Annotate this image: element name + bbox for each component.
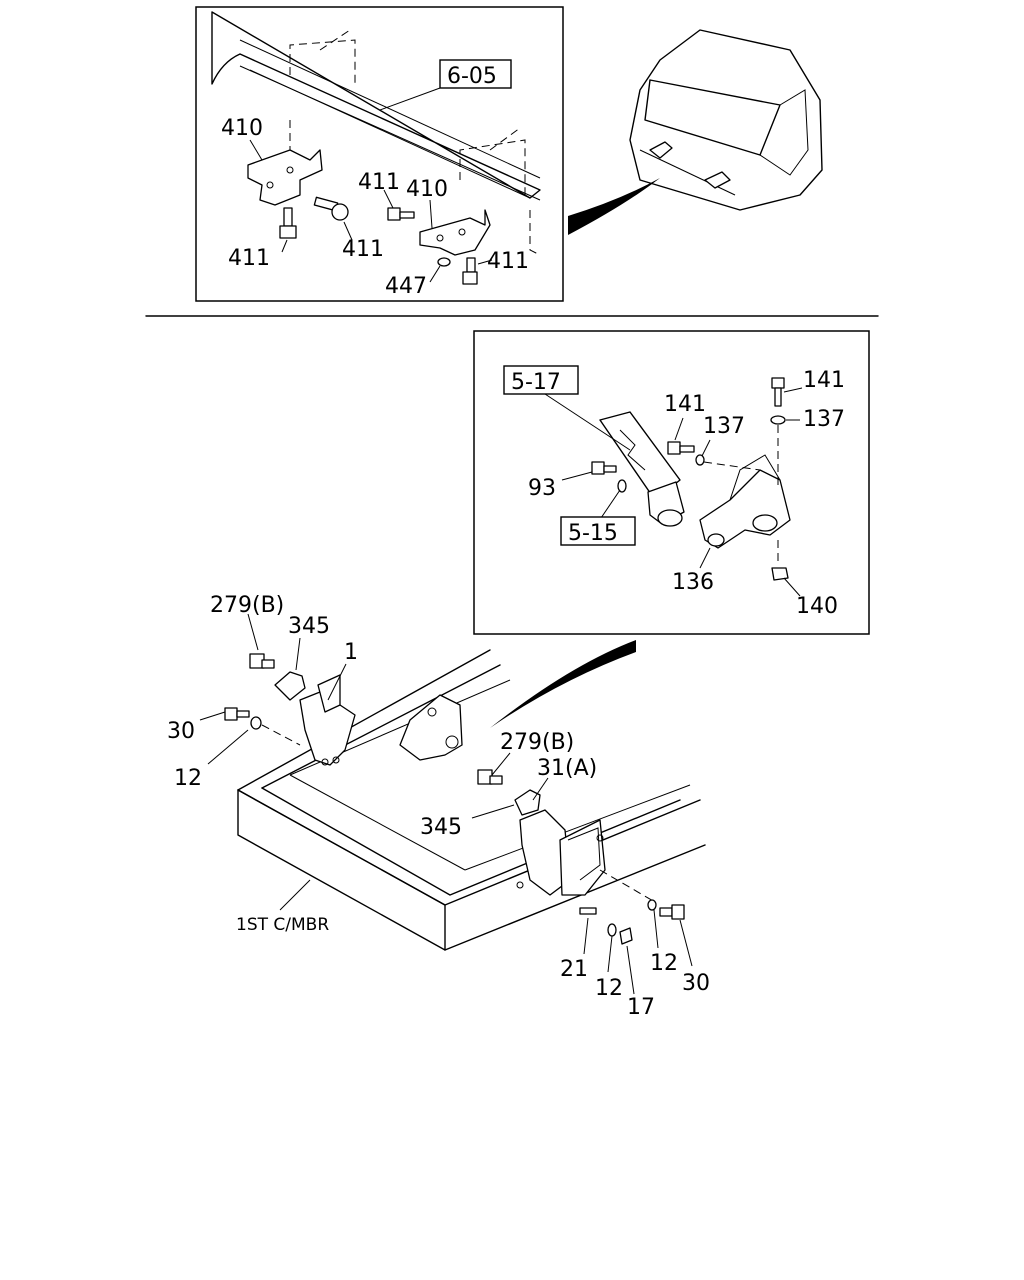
part-label-12: 12 xyxy=(650,951,678,976)
bolt-30-right xyxy=(659,904,685,920)
washer-137-side xyxy=(695,454,705,466)
mount-detail-inset: 5-17 5-15 141 141 137 137 93 136 140 xyxy=(473,330,870,635)
part-label-136: 136 xyxy=(672,570,714,595)
bolt-93 xyxy=(591,461,617,475)
bolt-411-a xyxy=(279,207,297,239)
mount-bracket-136 xyxy=(699,454,791,549)
part-label-410: 410 xyxy=(221,116,263,141)
washer-12-left xyxy=(250,716,262,730)
bolt-411-d xyxy=(462,257,478,285)
part-label-12: 12 xyxy=(174,766,202,791)
bracket-assembly-left xyxy=(249,653,356,766)
top-inset-panel: 6-05 410 411 410 411 411 411 447 xyxy=(195,6,564,302)
washer-137-top xyxy=(770,415,786,425)
bolt-141-top xyxy=(771,377,785,407)
clamp-345-right xyxy=(514,789,541,816)
mount-inset-frame xyxy=(473,330,870,635)
part-label-17: 17 xyxy=(627,995,655,1020)
washer-12-right-a xyxy=(607,923,617,937)
bracket-assembly-right xyxy=(477,769,606,896)
part-label-411: 411 xyxy=(358,170,400,195)
crossmember-label: 1ST C/MBR xyxy=(236,915,329,935)
pointer-wedge-top xyxy=(568,178,660,235)
ref-label-5-15: 5-15 xyxy=(568,521,618,546)
ref-label-6-05: 6-05 xyxy=(447,64,497,89)
part-label-1: 1 xyxy=(344,640,358,665)
part-label-21: 21 xyxy=(560,957,588,982)
bolt-411-c xyxy=(387,207,415,221)
part-label-411: 411 xyxy=(487,249,529,274)
bracket-410-right xyxy=(419,209,491,256)
part-label-30: 30 xyxy=(682,971,710,996)
part-label-411: 411 xyxy=(342,237,384,262)
washer-93 xyxy=(617,479,627,493)
part-label-345: 345 xyxy=(420,815,462,840)
part-label-141: 141 xyxy=(803,368,845,393)
part-label-411: 411 xyxy=(228,246,270,271)
bolt-30-left xyxy=(224,707,250,721)
bracket-410-left xyxy=(247,149,323,206)
part-label-447: 447 xyxy=(385,274,427,299)
part-label-93: 93 xyxy=(528,476,556,501)
clamp-345-left xyxy=(274,671,306,701)
part-label-137: 137 xyxy=(803,407,845,432)
ref-box-6-05 xyxy=(439,59,512,89)
bolt-279-left xyxy=(249,653,275,669)
nut-17 xyxy=(619,927,633,945)
bolt-279-right xyxy=(477,769,503,785)
part-label-31a: 31(A) xyxy=(537,756,597,781)
part-label-410: 410 xyxy=(406,177,448,202)
bolt-411-b xyxy=(313,196,349,221)
stud-21 xyxy=(579,907,597,915)
bolt-141-side xyxy=(667,441,695,455)
part-label-137: 137 xyxy=(703,414,745,439)
shaft-outline xyxy=(599,411,681,501)
chassis-frame xyxy=(237,649,706,951)
nut-140 xyxy=(771,567,789,581)
part-label-12: 12 xyxy=(595,976,623,1001)
ref-box-5-15 xyxy=(560,516,636,546)
part-label-30: 30 xyxy=(167,719,195,744)
part-label-140: 140 xyxy=(796,594,838,619)
washer-12-right-b xyxy=(647,899,657,911)
part-label-141: 141 xyxy=(664,392,706,417)
ref-box-5-17 xyxy=(503,365,579,395)
ref-label-5-17: 5-17 xyxy=(511,370,561,395)
top-inset-frame xyxy=(195,6,564,302)
part-label-345: 345 xyxy=(288,614,330,639)
part-label-279b: 279(B) xyxy=(210,593,284,618)
washer-447 xyxy=(437,257,451,267)
cab-panel-edge xyxy=(211,11,541,199)
part-label-279b: 279(B) xyxy=(500,730,574,755)
pointer-wedge-mid xyxy=(490,640,636,728)
frame-mount-center xyxy=(399,694,463,761)
truck-cab-illustration xyxy=(629,29,823,211)
